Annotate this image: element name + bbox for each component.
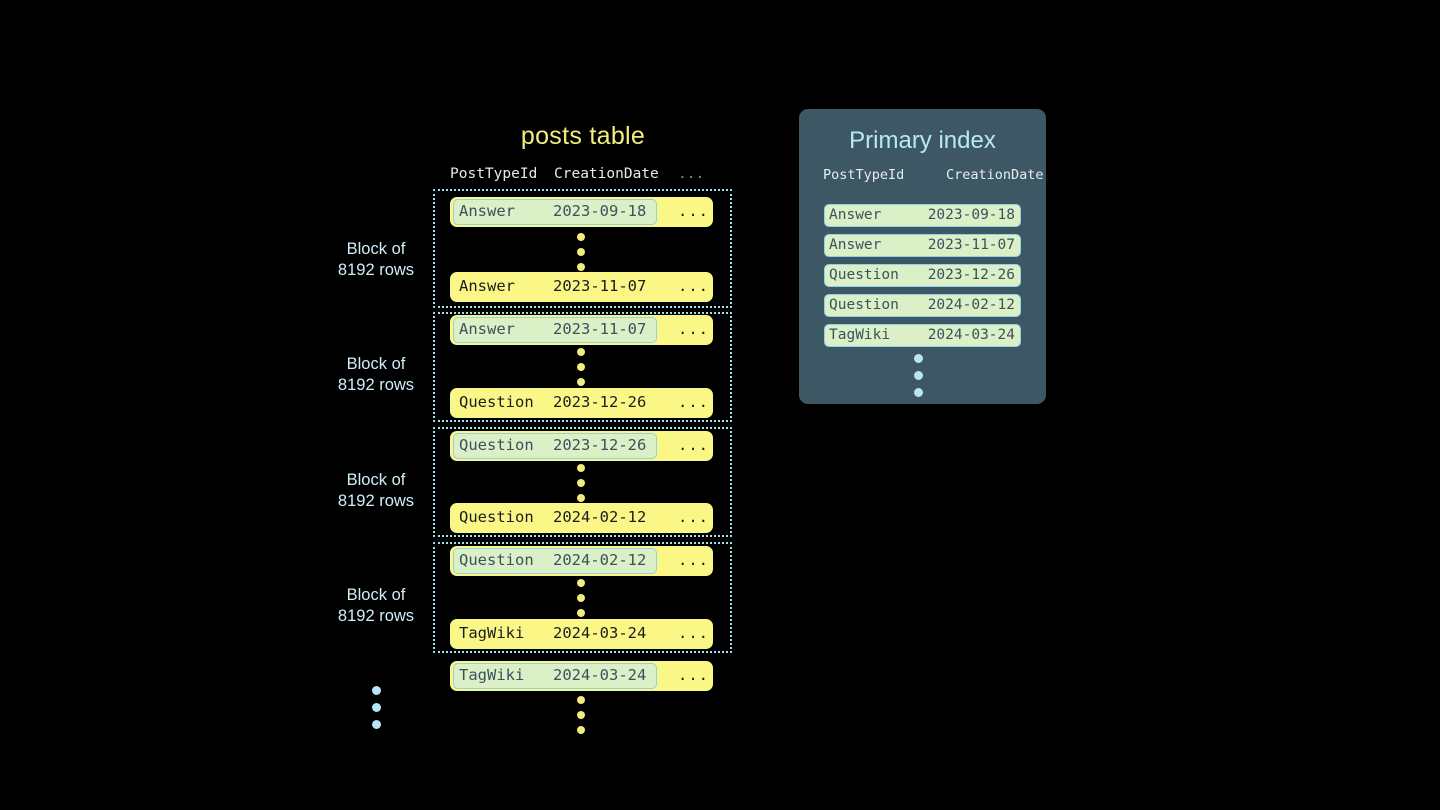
block-outline-3	[433, 427, 732, 537]
row-ellipsis-dots	[575, 464, 587, 502]
block-label-4-line1: Block of	[346, 586, 406, 604]
block-label-1-line1: Block of	[346, 240, 406, 258]
index-cell-creationdate: 2024-02-12	[927, 297, 1015, 313]
block-label-1: Block of 8192 rows	[306, 239, 446, 281]
table-row: Answer 2023-11-07 ...	[450, 272, 713, 302]
table-row: TagWiki 2024-03-24 ...	[450, 661, 713, 691]
row-ellipsis-dots	[575, 233, 587, 271]
block-label-2-line1: Block of	[346, 355, 406, 373]
index-column-header-posttypeid: PostTypeId	[823, 167, 905, 183]
index-column-header-creationdate: CreationDate	[946, 167, 1044, 183]
block-label-3: Block of 8192 rows	[306, 470, 446, 512]
table-row: Question 2024-02-12 ...	[450, 546, 713, 576]
cell-posttypeid: Question	[459, 508, 534, 526]
column-header-creationdate: CreationDate	[554, 166, 659, 182]
row-key-highlight	[453, 433, 657, 459]
cell-creationdate: 2024-03-24	[553, 624, 647, 642]
cell-ellipsis: ...	[678, 277, 709, 295]
block-label-1-line2: 8192 rows	[337, 261, 415, 279]
index-continuation-dots	[912, 354, 924, 405]
index-cell-creationdate: 2023-11-07	[927, 237, 1015, 253]
block-label-2: Block of 8192 rows	[306, 354, 446, 396]
index-cell-posttypeid: Answer	[829, 237, 882, 253]
block-label-4: Block of 8192 rows	[306, 585, 446, 627]
table-continuation-dots	[575, 696, 587, 734]
block-outline-4	[433, 542, 732, 653]
index-cell-posttypeid: TagWiki	[829, 327, 891, 343]
table-row: TagWiki 2024-03-24 ...	[450, 619, 713, 649]
cell-posttypeid: Answer	[459, 277, 515, 295]
row-key-highlight	[453, 663, 657, 689]
index-row: Answer 2023-09-18	[824, 204, 1021, 227]
row-key-highlight	[453, 199, 657, 225]
cell-ellipsis: ...	[678, 320, 709, 338]
index-row: Answer 2023-11-07	[824, 234, 1021, 257]
primary-index-column-headers: PostTypeId CreationDate	[823, 167, 1044, 187]
index-row: Question 2023-12-26	[824, 264, 1021, 287]
row-key-highlight	[453, 548, 657, 574]
column-header-posttypeid: PostTypeId	[450, 166, 538, 182]
index-cell-creationdate: 2024-03-24	[927, 327, 1015, 343]
index-cell-posttypeid: Question	[829, 297, 899, 313]
cell-creationdate: 2023-09-18	[553, 202, 647, 220]
block-outline-1	[433, 189, 732, 308]
index-cell-creationdate: 2023-12-26	[927, 267, 1015, 283]
cell-creationdate: 2023-11-07	[553, 277, 647, 295]
table-row: Question 2023-12-26 ...	[450, 431, 713, 461]
block-label-3-line1: Block of	[346, 471, 406, 489]
cell-posttypeid: Question	[459, 436, 534, 454]
index-cell-creationdate: 2023-09-18	[927, 207, 1015, 223]
posts-table-title: posts table	[520, 122, 646, 150]
cell-creationdate: 2023-12-26	[553, 436, 647, 454]
blocks-continuation-dots	[370, 686, 382, 737]
cell-creationdate: 2023-11-07	[553, 320, 647, 338]
block-label-3-line2: 8192 rows	[337, 492, 415, 510]
cell-ellipsis: ...	[678, 624, 709, 642]
cell-creationdate: 2024-03-24	[553, 666, 647, 684]
row-key-highlight	[453, 317, 657, 343]
block-label-4-line2: 8192 rows	[337, 607, 415, 625]
posts-table-column-headers: PostTypeId CreationDate ...	[450, 166, 714, 186]
cell-creationdate: 2024-02-12	[553, 551, 647, 569]
primary-index-panel: Primary index PostTypeId CreationDate An…	[799, 109, 1046, 404]
cell-ellipsis: ...	[678, 393, 709, 411]
row-ellipsis-dots	[575, 348, 587, 386]
block-label-2-line2: 8192 rows	[337, 376, 415, 394]
cell-ellipsis: ...	[678, 666, 709, 684]
cell-posttypeid: Answer	[459, 202, 515, 220]
block-outline-2	[433, 312, 732, 422]
column-header-ellipsis: ...	[678, 166, 705, 182]
table-row: Question 2023-12-26 ...	[450, 388, 713, 418]
cell-ellipsis: ...	[678, 436, 709, 454]
cell-creationdate: 2023-12-26	[553, 393, 647, 411]
cell-creationdate: 2024-02-12	[553, 508, 647, 526]
cell-posttypeid: Answer	[459, 320, 515, 338]
index-row: Question 2024-02-12	[824, 294, 1021, 317]
cell-posttypeid: TagWiki	[459, 666, 525, 684]
cell-posttypeid: Question	[459, 551, 534, 569]
table-row: Answer 2023-11-07 ...	[450, 315, 713, 345]
cell-ellipsis: ...	[678, 202, 709, 220]
index-cell-posttypeid: Answer	[829, 207, 882, 223]
index-row: TagWiki 2024-03-24	[824, 324, 1021, 347]
cell-posttypeid: TagWiki	[459, 624, 525, 642]
row-ellipsis-dots	[575, 579, 587, 617]
cell-posttypeid: Question	[459, 393, 534, 411]
index-cell-posttypeid: Question	[829, 267, 899, 283]
table-row: Answer 2023-09-18 ...	[450, 197, 713, 227]
primary-index-title: Primary index	[849, 127, 996, 154]
cell-ellipsis: ...	[678, 508, 709, 526]
cell-ellipsis: ...	[678, 551, 709, 569]
table-row: Question 2024-02-12 ...	[450, 503, 713, 533]
